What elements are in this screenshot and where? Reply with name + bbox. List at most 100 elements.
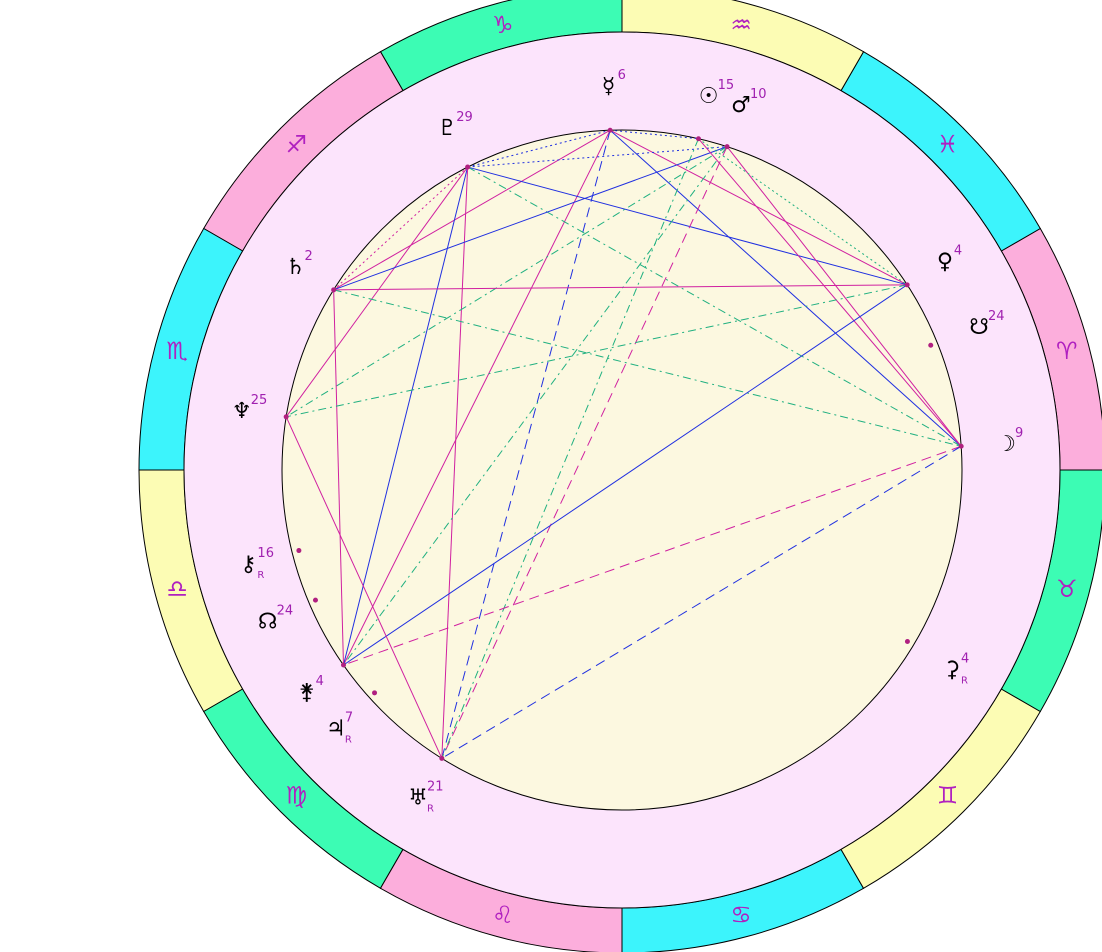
aspect-line-mars-saturn (333, 146, 728, 291)
saturn-degree: 2 (305, 249, 313, 264)
gemini-sign-icon: ♊ (937, 782, 959, 810)
aspect-line-saturn-juno (333, 289, 344, 666)
planet-markers (283, 127, 964, 761)
aspect-line-mars-uranus (441, 146, 728, 759)
neptune-marker (283, 414, 289, 420)
juno-degree: 4 (316, 674, 324, 689)
aspect-line-mars-moon (726, 146, 962, 447)
aspect-line-moon-juno (343, 445, 962, 666)
cancer-sign-icon: ♋ (730, 901, 752, 929)
aspect-line-saturn-venus (333, 284, 908, 291)
scorpio-sign-icon: ♏ (166, 337, 188, 365)
ceres-icon: ⚳ (944, 657, 960, 682)
aspect-line-mars-neptune (285, 146, 728, 418)
uranus-marker (439, 755, 445, 761)
neptune-degree: 25 (251, 393, 268, 408)
chiron-label: ⚷16R (240, 546, 274, 581)
north-node-marker (312, 597, 318, 603)
aspect-line-sun-moon (698, 138, 962, 447)
juno-icon: ⚵ (299, 680, 315, 705)
virgo-sign-icon: ♍ (286, 782, 308, 810)
aspect-line-pluto-neptune (285, 166, 469, 418)
venus-label: ♀4 (937, 243, 962, 274)
zodiac-sign-ring: ♑ ♐ ♏ ♎ ♍ ♌ ♋ ♊ ♉ ♈ ♓ ♒ (138, 0, 1102, 952)
neptune-icon: ♆ (232, 399, 252, 424)
capricorn-sign-icon: ♑ (492, 11, 514, 39)
saturn-icon: ♄ (286, 255, 306, 280)
aspect-line-pluto-mars (467, 146, 728, 168)
juno-label: ⚵4 (299, 674, 324, 705)
uranus-degree: 21 (427, 779, 444, 794)
pluto-degree: 29 (456, 110, 473, 125)
chiron-marker (296, 548, 302, 554)
north-node-degree: 24 (277, 603, 294, 618)
jupiter-retrograde: R (345, 735, 352, 746)
saturn-label: ♄2 (286, 249, 313, 280)
venus-icon: ♀ (937, 249, 953, 274)
aries-sign-icon: ♈ (1056, 337, 1078, 365)
jupiter-marker (372, 690, 378, 696)
uranus-label: ♅21R (408, 779, 443, 814)
juno-marker (340, 662, 346, 668)
mercury-degree: 6 (618, 68, 626, 83)
aspect-line-pluto-venus (467, 166, 908, 286)
aspect-line-mercury-saturn (333, 129, 611, 291)
mars-icon: ♂ (731, 93, 751, 118)
sun-icon: ☉ (699, 84, 719, 109)
aspect-line-mercury-venus (609, 129, 908, 286)
sun-label: ☉15 (699, 78, 734, 109)
saturn-marker (331, 287, 337, 293)
jupiter-icon: ♃ (326, 717, 346, 742)
south-node-label: ☋24 (969, 309, 1004, 340)
pluto-icon: ♇ (437, 116, 457, 141)
moon-degree: 9 (1015, 426, 1023, 441)
taurus-sign-icon: ♉ (1056, 575, 1078, 603)
chiron-icon: ⚷ (240, 552, 256, 577)
mars-degree: 10 (750, 87, 767, 102)
north-node-label: ☊24 (258, 603, 293, 634)
mercury-marker (607, 127, 613, 133)
aspect-line-sun-uranus (441, 138, 699, 759)
aspect-line-venus-neptune (286, 284, 908, 418)
pluto-label: ♇29 (437, 110, 472, 141)
aspect-line-mercury-moon (609, 129, 962, 447)
leo-sign-icon: ♌ (492, 901, 514, 929)
aspect-circle (281, 129, 963, 811)
aspect-line-mercury-uranus (441, 130, 611, 759)
mars-marker (724, 144, 730, 150)
chiron-retrograde: R (257, 570, 264, 581)
moon-icon: ☽ (996, 432, 1016, 457)
jupiter-label: ♃7R (326, 711, 353, 746)
mercury-label: ☿6 (602, 68, 626, 99)
sun-marker (695, 136, 701, 142)
sagittarius-sign-icon: ♐ (286, 130, 308, 158)
aspect-line-moon-uranus (441, 445, 962, 759)
pluto-marker (465, 164, 471, 170)
aspect-line-pluto-saturn (333, 166, 468, 291)
aspect-line-pluto-juno (343, 166, 469, 666)
aspect-lines (285, 129, 962, 759)
moon-label: ☽9 (996, 426, 1023, 457)
chiron-degree: 16 (257, 546, 274, 561)
ceres-marker (904, 639, 910, 645)
libra-sign-icon: ♎ (166, 575, 188, 603)
uranus-retrograde: R (427, 803, 434, 814)
south-node-degree: 24 (988, 309, 1005, 324)
neptune-label: ♆25 (232, 393, 267, 424)
jupiter-degree: 7 (345, 711, 353, 726)
aspect-line-venus-juno (343, 284, 908, 666)
pisces-sign-icon: ♓ (937, 130, 959, 158)
ceres-degree: 4 (961, 651, 969, 666)
aquarius-sign-icon: ♒ (730, 11, 752, 39)
ceres-label: ⚳4R (944, 651, 969, 686)
venus-marker (904, 282, 910, 288)
aspect-line-neptune-uranus (285, 416, 443, 759)
aspect-line-pluto-uranus (441, 167, 469, 759)
north-node-icon: ☊ (258, 609, 278, 634)
venus-degree: 4 (954, 243, 962, 258)
mercury-icon: ☿ (602, 74, 616, 99)
aspect-line-pluto-moon (467, 166, 962, 447)
planet-glyphs: ☿6☉15♂10♇29♄2♀4☋24☽9♆25⚷16R☊24⚵4♃7R♅21R⚳… (232, 68, 1023, 814)
ceres-retrograde: R (961, 675, 968, 686)
